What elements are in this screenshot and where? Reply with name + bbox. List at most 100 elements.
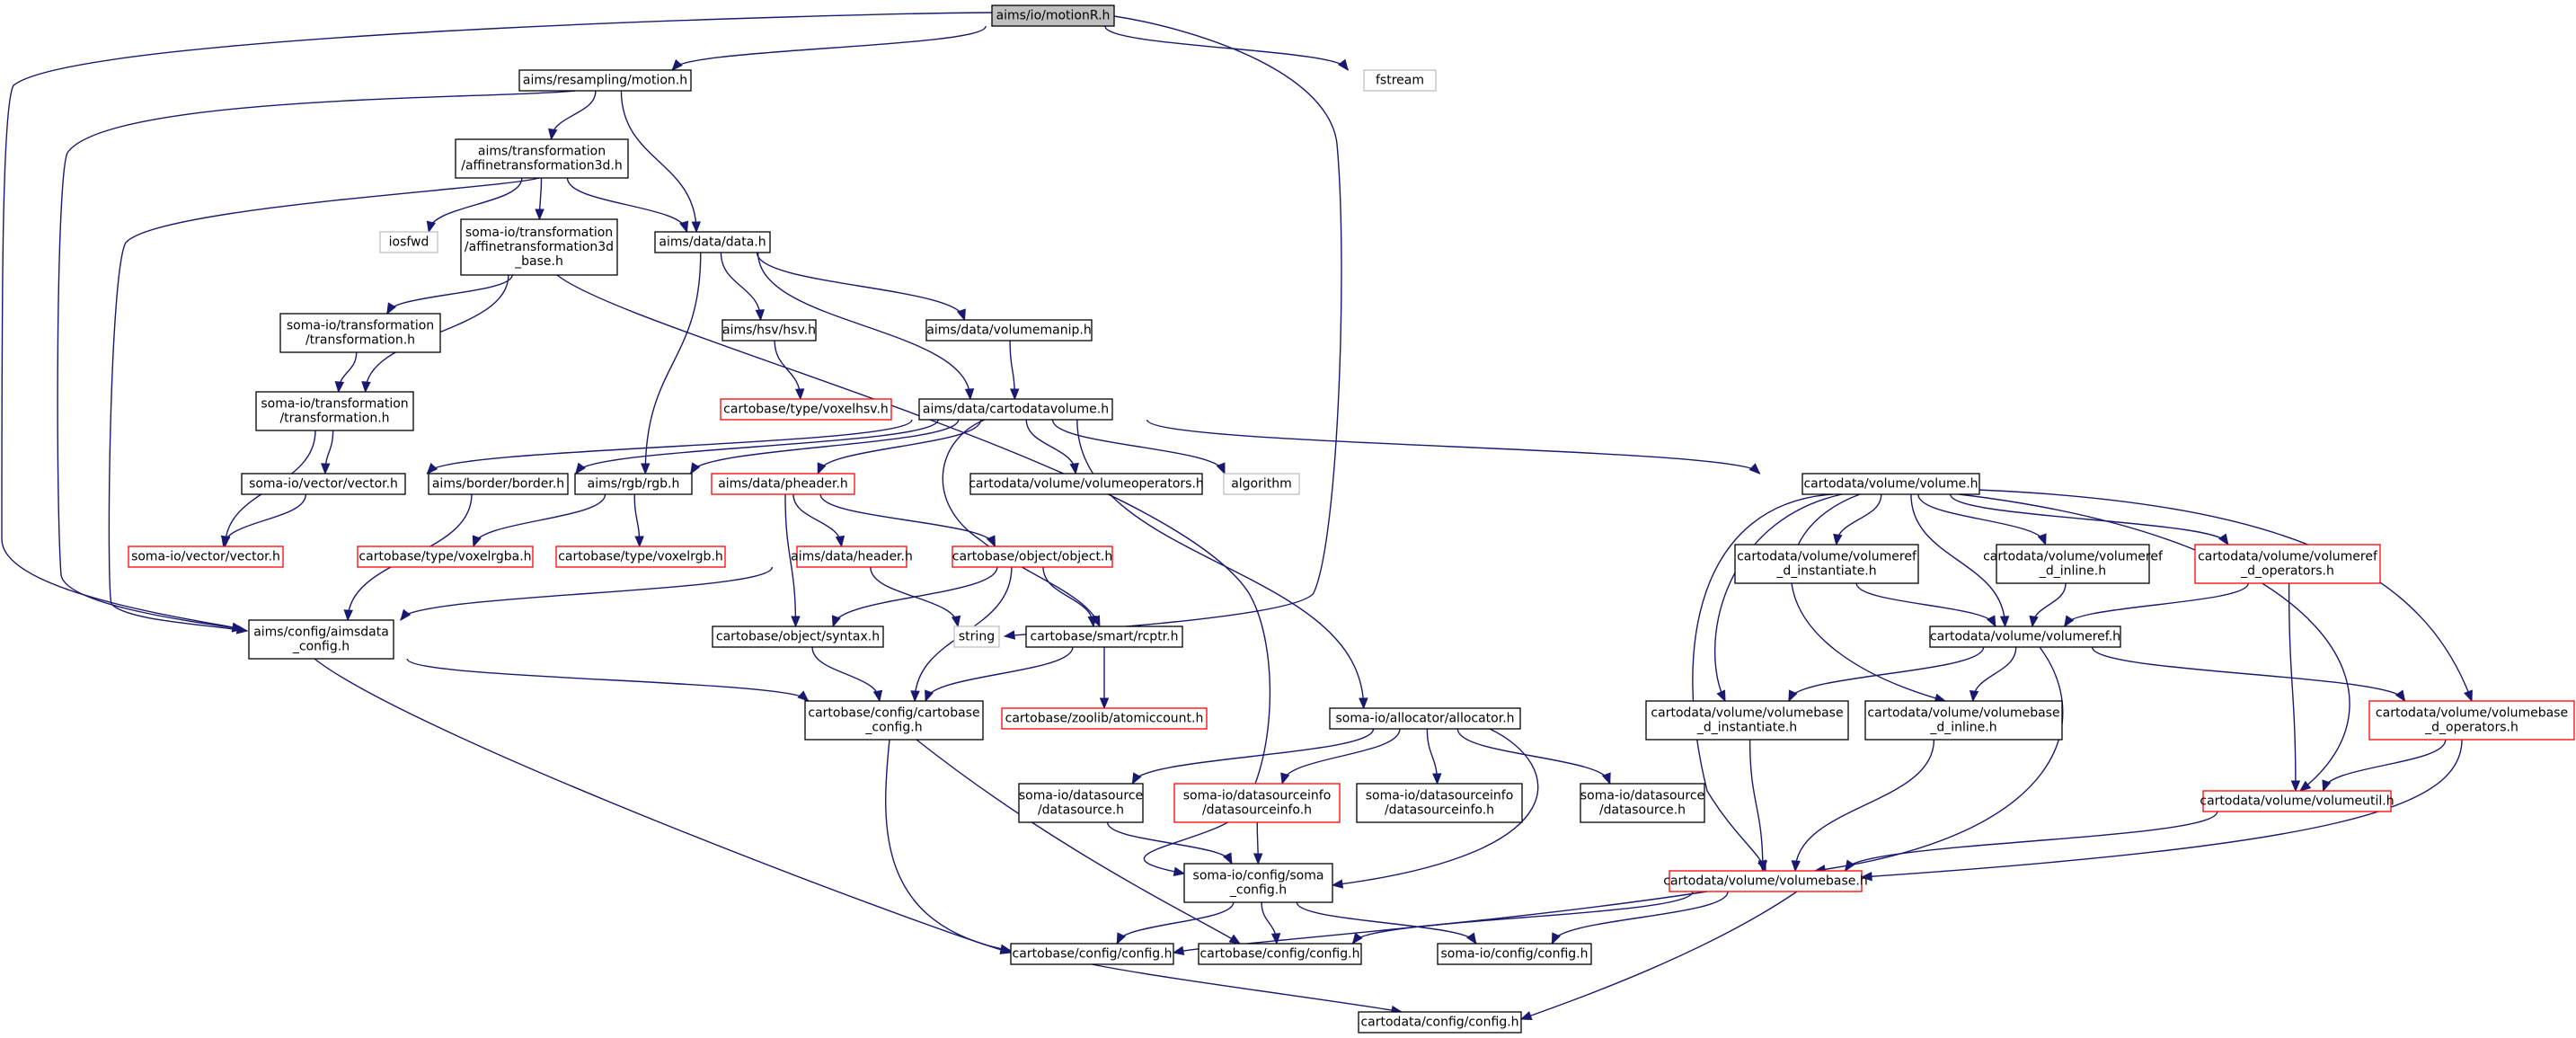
- node-box: [1801, 473, 1980, 495]
- node-datasourceinfo_red[interactable]: soma-io/datasourceinfo/datasourceinfo.h: [1173, 783, 1341, 823]
- node-box: [1018, 783, 1144, 823]
- node-voxelhsv[interactable]: cartobase/type/voxelhsv.h: [720, 398, 892, 421]
- node-fstream[interactable]: fstream: [1363, 69, 1437, 92]
- node-volumebase_inline[interactable]: cartodata/volume/volumebase_d_inline.h: [1864, 700, 2063, 741]
- node-volumebase_inst[interactable]: cartodata/volume/volumebase_d_instantiat…: [1645, 700, 1849, 741]
- node-rcptr[interactable]: cartobase/smart/rcptr.h: [1025, 625, 1183, 648]
- node-affine3d[interactable]: aims/transformation/affinetransformation…: [455, 138, 629, 179]
- edge-affine3dbase-to-sit_transform: [386, 274, 513, 315]
- node-data[interactable]: aims/data/data.h: [654, 231, 771, 253]
- node-box: [379, 231, 438, 253]
- node-label: cartobase/config/config.h: [1013, 947, 1173, 962]
- node-label: _config.h: [1229, 883, 1287, 898]
- node-label: aims/hsv/hsv.h: [722, 324, 816, 338]
- node-label: cartobase/zoolib/atomiccount.h: [1005, 712, 1204, 726]
- edge-motionR-to-fstream: [1104, 25, 1349, 72]
- node-soma_config[interactable]: soma-io/config/soma_config.h: [1183, 863, 1333, 903]
- node-box: [1580, 783, 1705, 823]
- edge-object-to-rcptr: [1042, 566, 1097, 628]
- edge-soma_config-to-cb_config2: [1261, 901, 1281, 945]
- edge-pheader-to-syntax: [784, 493, 801, 628]
- node-voxelrgba[interactable]: cartobase/type/voxelrgba.h: [357, 546, 534, 568]
- node-volumeref[interactable]: cartodata/volume/volumeref.h: [1929, 625, 2121, 648]
- node-aimsdata_config[interactable]: aims/config/aimsdata_config.h: [248, 619, 394, 660]
- node-box: [518, 69, 692, 92]
- node-volumeref_ops[interactable]: cartodata/volume/volumeref_d_operators.h: [2194, 544, 2381, 584]
- node-label: cartodata/volume/volumeutil.h: [2200, 794, 2394, 809]
- node-sio_vector_red[interactable]: soma-io/vector/vector.h: [128, 546, 284, 568]
- node-cb_config1[interactable]: cartobase/config/config.h: [1010, 943, 1174, 965]
- node-volumeoperators[interactable]: cartodata/volume/volumeoperators.h: [969, 473, 1204, 495]
- node-volumeref_inline[interactable]: cartodata/volume/volumeref_d_inline.h: [1983, 544, 2164, 584]
- node-volumebase_ops[interactable]: cartodata/volume/volumebase_d_operators.…: [2368, 700, 2575, 741]
- edge-allocator-to-datasource2: [1456, 728, 1611, 785]
- node-cartodatavolume[interactable]: aims/data/cartodatavolume.h: [918, 398, 1113, 421]
- node-volumeref_inst[interactable]: cartodata/volume/volumeref_d_instantiate…: [1734, 544, 1919, 584]
- node-datasourceinfo[interactable]: soma-io/datasourceinfo/datasourceinfo.h: [1356, 783, 1523, 823]
- edge-header-to-aimsdata_config: [400, 566, 774, 622]
- node-volumebase[interactable]: cartodata/volume/volumebase.h: [1663, 870, 1868, 892]
- node-rgb[interactable]: aims/rgb/rgb.h: [574, 473, 693, 495]
- node-datasource1[interactable]: soma-io/datasource/datasource.h: [1018, 783, 1144, 823]
- edge-cartodatavolume-to-rgb: [690, 419, 960, 475]
- node-sio_config[interactable]: soma-io/config/config.h: [1437, 943, 1592, 965]
- node-label: soma-io/datasourceinfo: [1183, 789, 1332, 803]
- node-box: [991, 4, 1115, 27]
- node-label: soma-io/config/soma: [1193, 869, 1324, 883]
- node-label: soma-io/transformation: [261, 397, 408, 412]
- node-label: cartobase/smart/rcptr.h: [1031, 630, 1179, 644]
- edge-cartodatavolume-to-allocator: [1076, 419, 1368, 710]
- node-allocator[interactable]: soma-io/allocator/allocator.h: [1329, 707, 1521, 730]
- node-cb_config2[interactable]: cartobase/config/config.h: [1198, 943, 1362, 965]
- node-box: [460, 218, 618, 276]
- node-label: cartodata/volume/volumebase: [1867, 706, 2059, 721]
- node-atomiccount[interactable]: cartobase/zoolib/atomiccount.h: [1001, 707, 1208, 730]
- node-label: soma-io/allocator/allocator.h: [1335, 712, 1514, 726]
- node-pheader[interactable]: aims/data/pheader.h: [711, 473, 855, 495]
- edge-motionR-to-motion: [671, 25, 987, 71]
- node-sit_transform[interactable]: soma-io/transformation/transformation.h: [279, 313, 441, 353]
- node-label: _base.h: [514, 254, 563, 269]
- node-syntax[interactable]: cartobase/object/syntax.h: [712, 625, 884, 648]
- node-border[interactable]: aims/border/border.h: [428, 473, 569, 495]
- edge-rgb-to-voxelrgb: [633, 493, 644, 548]
- node-sio_transform[interactable]: soma-io/transformation/transformation.h: [255, 391, 414, 431]
- node-datasource2[interactable]: soma-io/datasource/datasource.h: [1580, 783, 1705, 823]
- node-cd_config[interactable]: cartodata/config/config.h: [1358, 1011, 1522, 1034]
- node-affine3dbase[interactable]: soma-io/transformation/affinetransformat…: [460, 218, 618, 276]
- edge-affine3d-to-affine3dbase: [535, 177, 544, 221]
- edge-volumeref_ops-to-volumeref: [2064, 582, 2249, 628]
- node-algorithm[interactable]: algorithm: [1223, 473, 1300, 495]
- edge-volume-to-volumeref: [1910, 493, 2010, 628]
- node-box: [574, 473, 693, 495]
- edge-affine3dbase-to-soma_config: [556, 274, 1271, 876]
- node-iosfwd[interactable]: iosfwd: [379, 231, 438, 253]
- node-volumemanip[interactable]: aims/data/volumemanip.h: [925, 319, 1093, 342]
- node-volume[interactable]: cartodata/volume/volume.h: [1801, 473, 1980, 495]
- edge-motion-to-data: [620, 90, 701, 234]
- edge-cartobase_config-to-cb_config2: [916, 739, 1242, 945]
- node-header[interactable]: aims/data/header.h: [791, 546, 913, 568]
- node-cartobase_config[interactable]: cartobase/config/cartobase_config.h: [804, 700, 984, 741]
- edge-cartodatavolume-to-sio_vector: [426, 419, 913, 475]
- node-voxelrgb[interactable]: cartobase/type/voxelrgb.h: [555, 546, 726, 568]
- node-label: cartobase/config/config.h: [1200, 947, 1360, 962]
- node-label: cartodata/volume/volumebase.h: [1663, 874, 1867, 889]
- node-label: soma-io/vector/vector.h: [131, 550, 280, 564]
- node-volumeutil[interactable]: cartodata/volume/volumeutil.h: [2200, 790, 2395, 812]
- node-label: _d_operators.h: [2240, 564, 2334, 579]
- edge-rcptr-to-atomiccount: [1099, 647, 1110, 710]
- edge-volumebase-to-cb_config2: [1351, 891, 1694, 945]
- node-object[interactable]: cartobase/object/object.h: [952, 546, 1113, 568]
- node-hsv[interactable]: aims/hsv/hsv.h: [721, 319, 817, 342]
- edge-allocator-to-datasourceinfo_red: [1280, 728, 1401, 785]
- node-sio_vector[interactable]: soma-io/vector/vector.h: [241, 473, 406, 495]
- node-string[interactable]: string: [953, 625, 1000, 648]
- node-motion[interactable]: aims/resampling/motion.h: [518, 69, 692, 92]
- edge-volumeref_ops-to-volumeutil: [2288, 582, 2301, 793]
- node-label: soma-io/datasource: [1580, 789, 1704, 803]
- node-label: soma-io/config/config.h: [1440, 947, 1588, 962]
- node-box: [1198, 943, 1362, 965]
- node-motionR[interactable]: aims/io/motionR.h: [991, 4, 1115, 27]
